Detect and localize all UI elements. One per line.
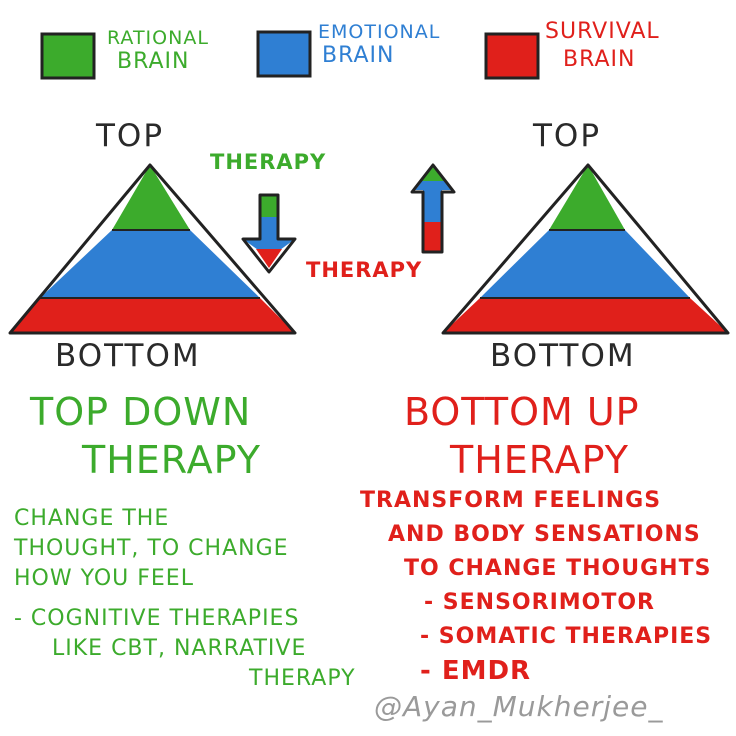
- legend-rational-label: RATIONAL BRAIN: [107, 27, 209, 74]
- right-pyramid-emotional-layer: [480, 230, 690, 298]
- right-top-label: TOP: [533, 118, 602, 154]
- legend-emotional-label: EMOTIONAL BRAIN: [318, 21, 441, 68]
- down-arrow: [241, 193, 297, 274]
- left-pyramid-rational-layer: [112, 165, 190, 230]
- emotional-brain-swatch: [256, 30, 312, 78]
- left-pyramid-emotional-layer: [40, 230, 260, 298]
- author-signature: @Ayan_Mukherjee_: [374, 690, 664, 723]
- left-pyramid-survival-layer: [10, 298, 295, 333]
- left-top-label: TOP: [96, 118, 165, 154]
- right-bottom-label: BOTTOM: [490, 338, 636, 374]
- up-arrow: [410, 163, 456, 254]
- survival-brain-swatch: [484, 32, 540, 80]
- top-down-description: CHANGE THE THOUGHT, TO CHANGE HOW YOU FE…: [14, 506, 356, 691]
- down-arrow-therapy-label: THERAPY: [210, 150, 327, 174]
- up-arrow-therapy-label: THERAPY: [306, 258, 423, 282]
- top-down-title: TOP DOWN THERAPY: [30, 390, 261, 482]
- left-bottom-label: BOTTOM: [55, 338, 201, 374]
- rational-brain-swatch: [40, 32, 96, 80]
- right-pyramid-survival-layer: [443, 298, 728, 333]
- bottom-up-description: TRANSFORM FEELINGS AND BODY SENSATIONS T…: [360, 488, 713, 686]
- bottom-up-title: BOTTOM UP THERAPY: [404, 390, 640, 482]
- legend-survival-label: SURVIVAL BRAIN: [545, 19, 660, 72]
- right-pyramid-rational-layer: [549, 165, 625, 230]
- right-pyramid: [441, 163, 730, 335]
- left-pyramid: [8, 163, 297, 335]
